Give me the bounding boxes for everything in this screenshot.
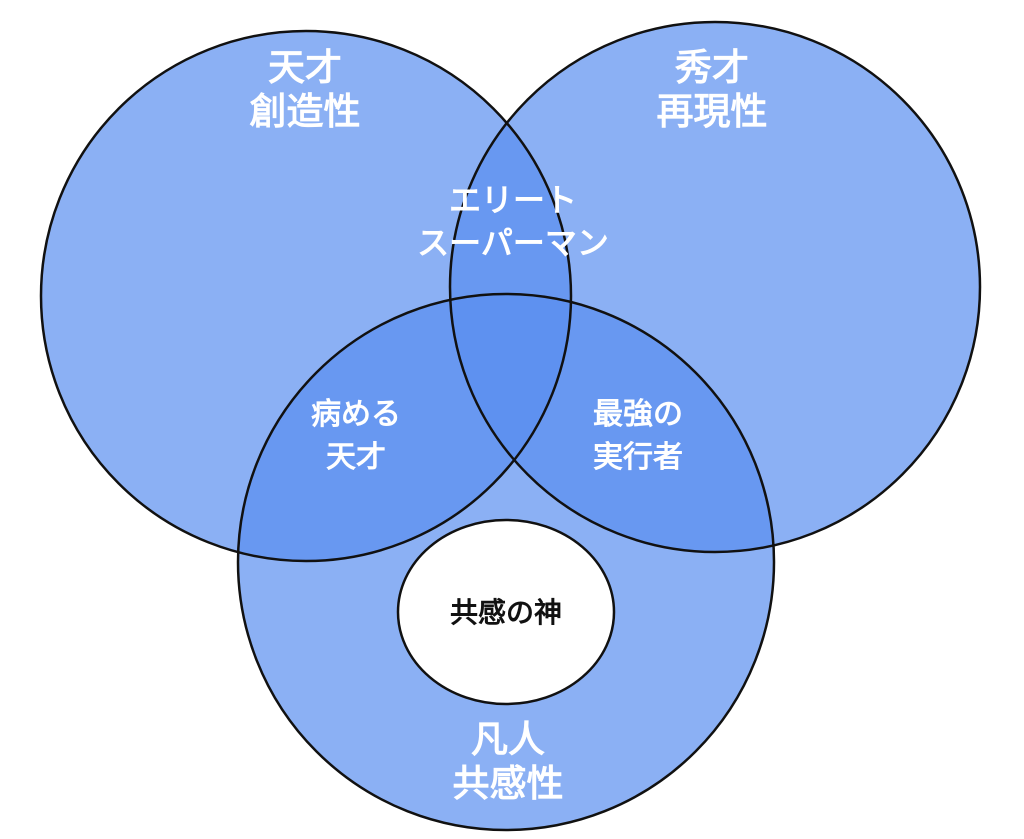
- overlap-genius-ordinary-line2: 天才: [326, 440, 386, 475]
- center-circle-label: 共感の神: [450, 596, 562, 629]
- circle-genius-outline: [39, 29, 573, 563]
- overlap-genius-ordinary-line1: 病める: [311, 397, 401, 432]
- ordinary-title: 凡人: [471, 718, 545, 761]
- genius-trait: 創造性: [250, 90, 361, 133]
- overlap-genius-talent-line2: スーパーマン: [417, 224, 609, 262]
- circle-talent-outline: [448, 20, 982, 554]
- overlap-talent-ordinary-line2: 実行者: [593, 440, 683, 475]
- center-circle: [398, 520, 614, 704]
- ordinary-trait: 共感性: [453, 762, 564, 805]
- circle-ordinary-outline: [236, 292, 776, 832]
- talent-title: 秀才: [674, 46, 749, 89]
- genius-title: 天才: [268, 46, 342, 89]
- center-circle-outline: [396, 518, 616, 706]
- talent-trait: 再現性: [657, 90, 768, 133]
- overlap-talent-ordinary-line1: 最強の: [593, 397, 683, 432]
- overlap-genius-talent-line1: エリート: [449, 181, 577, 219]
